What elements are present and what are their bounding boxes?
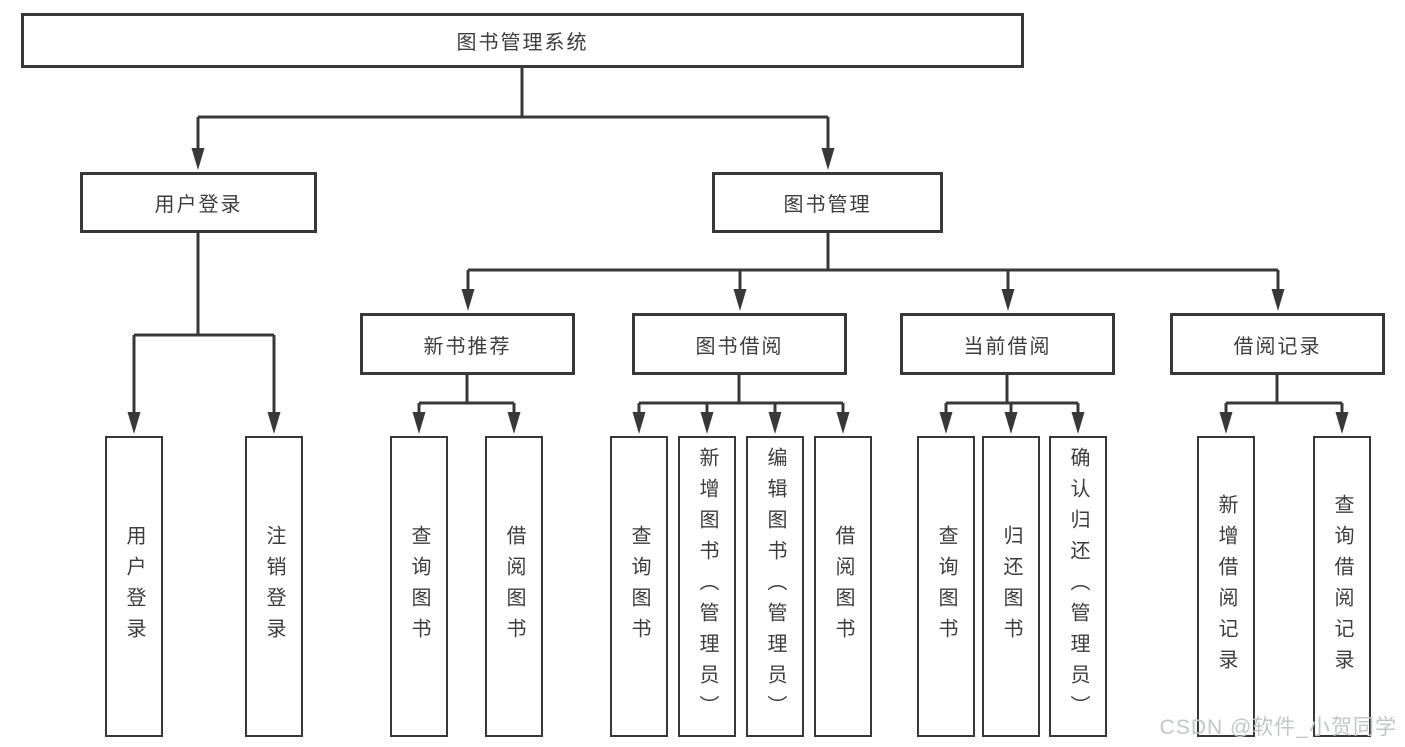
node-return-books-label: 归还图书 (1000, 524, 1022, 649)
node-add-borrow-record-label: 新增借阅记录 (1215, 493, 1237, 680)
node-new-book-recommend-label: 新书推荐 (423, 335, 512, 358)
node-query-books-1: 查询图书 (390, 436, 448, 737)
node-edit-book-admin-label: 编辑图书（管理员） (764, 447, 786, 726)
node-borrow-books-2: 借阅图书 (814, 436, 872, 737)
node-logout-label: 注销登录 (263, 524, 285, 649)
node-user-login: 用户登录 (80, 172, 317, 233)
node-query-books-3: 查询图书 (917, 436, 975, 737)
node-borrow-books-2-label: 借阅图书 (832, 524, 854, 649)
node-library-system: 图书管理系统 (21, 13, 1024, 68)
connector-current-borrow-children (939, 375, 1085, 434)
node-query-borrow-record-label: 查询借阅记录 (1331, 493, 1353, 680)
node-user-login-label: 用户登录 (154, 194, 243, 216)
connector-root-to-level2 (191, 68, 835, 170)
node-current-borrow: 当前借阅 (900, 313, 1115, 375)
connector-book-management-children (461, 233, 1285, 311)
csdn-watermark: CSDN @软件_小贺同学 (1159, 716, 1397, 739)
node-user-login-leaf: 用户登录 (105, 436, 163, 737)
node-confirm-return-admin-label: 确认归还（管理员） (1067, 447, 1089, 726)
node-add-book-admin-label: 新增图书（管理员） (696, 447, 718, 726)
node-book-management: 图书管理 (712, 172, 943, 233)
node-query-books-3-label: 查询图书 (935, 524, 957, 649)
node-user-login-leaf-label: 用户登录 (123, 524, 145, 649)
node-borrow-books-1-label: 借阅图书 (503, 524, 525, 649)
node-library-system-label: 图书管理系统 (456, 32, 589, 54)
node-logout: 注销登录 (245, 436, 303, 737)
connector-borrow-record-children (1219, 375, 1349, 434)
node-book-borrow: 图书借阅 (632, 313, 847, 375)
connector-book-borrow-children (632, 375, 850, 434)
node-add-book-admin: 新增图书（管理员） (678, 436, 736, 737)
node-confirm-return-admin: 确认归还（管理员） (1049, 436, 1107, 737)
connector-user-login-children (127, 233, 281, 434)
node-borrow-records: 借阅记录 (1170, 313, 1385, 375)
node-add-borrow-record: 新增借阅记录 (1197, 436, 1255, 737)
node-current-borrow-label: 当前借阅 (963, 335, 1052, 358)
node-edit-book-admin: 编辑图书（管理员） (746, 436, 804, 737)
node-borrow-books-1: 借阅图书 (485, 436, 543, 737)
node-query-books-2-label: 查询图书 (628, 524, 650, 649)
node-return-books: 归还图书 (982, 436, 1040, 737)
node-book-management-label: 图书管理 (783, 194, 872, 216)
node-query-books-1-label: 查询图书 (408, 524, 430, 649)
connector-new-book-children (412, 375, 521, 434)
node-query-borrow-record: 查询借阅记录 (1313, 436, 1371, 737)
node-borrow-records-label: 借阅记录 (1233, 335, 1322, 358)
node-book-borrow-label: 图书借阅 (695, 335, 784, 358)
node-query-books-2: 查询图书 (610, 436, 668, 737)
node-new-book-recommend: 新书推荐 (360, 313, 575, 375)
